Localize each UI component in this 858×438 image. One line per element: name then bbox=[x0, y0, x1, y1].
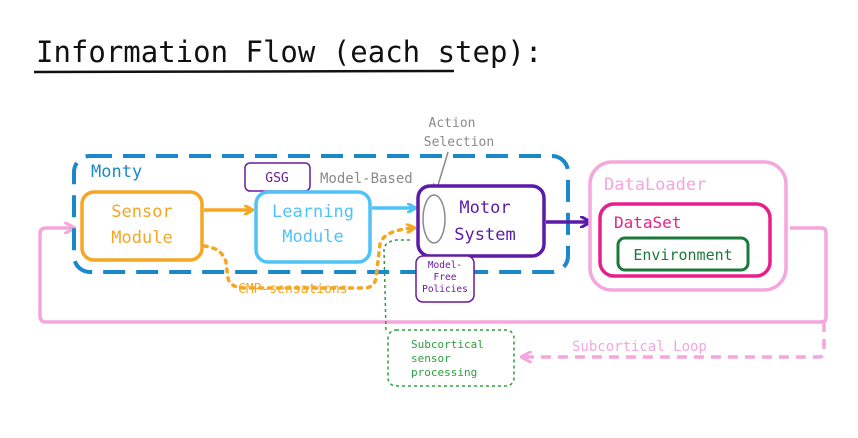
learning-module-label-line1: Learning bbox=[272, 202, 354, 222]
diagram-title: Information Flow (each step): bbox=[36, 35, 542, 69]
cmp-sensations-path bbox=[202, 228, 414, 290]
title-underline bbox=[33, 69, 455, 74]
model-free-label-line1: Model- bbox=[428, 260, 462, 271]
model-free-policies-box bbox=[415, 255, 475, 303]
learning-module-box bbox=[254, 190, 372, 264]
motor-system-label-line1: Motor bbox=[459, 198, 510, 218]
model-based-label: Model-Based bbox=[320, 171, 413, 187]
action-selection-label-line2: Selection bbox=[424, 135, 494, 150]
dataloader-label: DataLoader bbox=[604, 175, 706, 195]
gsg-label: GSG bbox=[265, 171, 289, 186]
environment-label: Environment bbox=[633, 246, 732, 264]
sensor-module-box bbox=[80, 190, 204, 262]
learning-module-label-line2: Module bbox=[282, 227, 343, 247]
monty-container bbox=[72, 154, 570, 274]
model-free-label-line2: Free bbox=[434, 272, 457, 283]
sensor-module-label-line2: Module bbox=[111, 228, 172, 248]
subcortical-label-line2: sensor bbox=[411, 352, 451, 365]
environment-feedback-arrow bbox=[38, 228, 828, 324]
subcortical-loop-arrow bbox=[522, 322, 826, 357]
subcortical-loop-label: Subcortical Loop bbox=[572, 339, 707, 355]
environment-box bbox=[616, 236, 750, 272]
action-selection-label-line1: Action bbox=[429, 116, 476, 131]
cmp-sensations-label: CMP-sensations bbox=[238, 282, 348, 297]
sensor-module-label-line1: Sensor bbox=[111, 202, 172, 222]
dataset-label: DataSet bbox=[614, 213, 681, 232]
motor-system-box bbox=[416, 184, 546, 258]
subcortical-label-line3: processing bbox=[411, 366, 477, 379]
model-free-label-line3: Policies bbox=[422, 284, 468, 295]
subcortical-label-line1: Subcortical bbox=[411, 338, 484, 351]
subcortical-processing-box bbox=[387, 329, 515, 387]
monty-label: Monty bbox=[91, 162, 142, 182]
subcortical-to-motor-path bbox=[383, 239, 412, 331]
motor-system-label-line2: System bbox=[454, 225, 515, 245]
action-selection-ellipse bbox=[422, 194, 446, 244]
